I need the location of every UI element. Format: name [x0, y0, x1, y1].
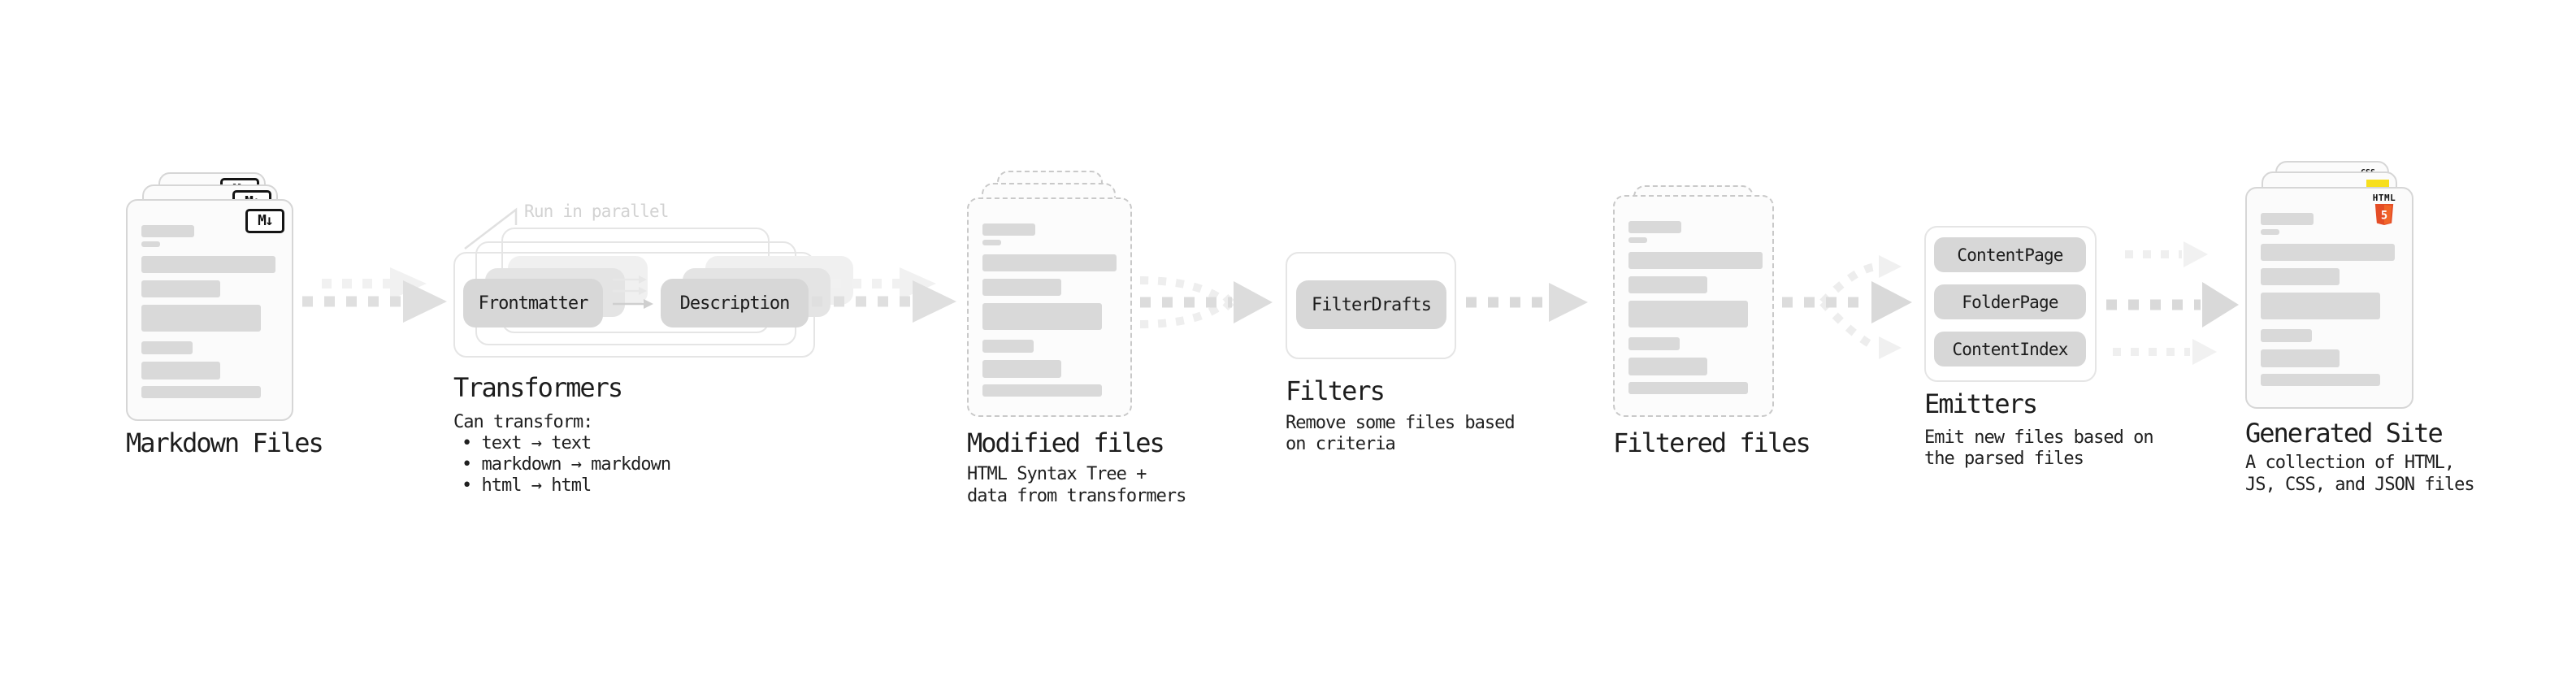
emitters-description: Emit new files based on the parsed files	[1924, 427, 2154, 470]
placeholder-text-bar	[141, 362, 220, 380]
description-line: A collection of HTML,	[2245, 453, 2455, 473]
description-pill: Description	[661, 279, 809, 327]
emitters-heading: Emitters	[1924, 388, 2038, 419]
html5-number: 5	[2381, 210, 2387, 223]
description-line: JS, CSS, and JSON files	[2245, 475, 2475, 495]
placeholder-text-bar	[982, 303, 1102, 330]
placeholder-text-bar	[1628, 221, 1681, 233]
placeholder-text-bar	[141, 386, 261, 398]
transformers-heading: Transformers	[453, 372, 623, 403]
description-line: on criteria	[1286, 434, 1396, 454]
contentindex-pill: ContentIndex	[1934, 332, 2086, 367]
modified-to-filters-arrow	[1139, 276, 1273, 328]
placeholder-text-bar	[2261, 349, 2340, 367]
annotation-leader-line	[464, 207, 518, 249]
filters-to-filtered-arrow	[1466, 283, 1588, 322]
emitters-frame	[1924, 226, 2097, 382]
contentpage-pill: ContentPage	[1934, 237, 2086, 272]
generated-site-label: Generated Site	[2245, 418, 2444, 449]
parallel-transform-arrows	[613, 275, 653, 309]
filterdrafts-pill: FilterDrafts	[1296, 280, 1446, 329]
filtered-to-emitters-arrow	[1782, 255, 1912, 359]
transform-bullet: • text → text	[462, 433, 592, 453]
generated-site-description: A collection of HTML, JS, CSS, and JSON …	[2245, 452, 2475, 496]
document-page-front: M↓	[126, 199, 293, 421]
description-line: data from transformers	[967, 486, 1186, 506]
placeholder-text-bar	[2261, 213, 2314, 225]
placeholder-text-bar	[141, 241, 160, 247]
html5-label: HTML	[2372, 193, 2396, 203]
placeholder-text-bar	[982, 254, 1117, 271]
placeholder-text-bar	[141, 280, 220, 297]
placeholder-text-bar	[2261, 244, 2395, 261]
document-page-front: HTML 5	[2245, 187, 2413, 409]
filters-heading: Filters	[1286, 375, 1386, 406]
placeholder-text-bar	[982, 279, 1061, 296]
transformers-description: Can transform: • text → text • markdown …	[453, 412, 671, 497]
placeholder-text-bar	[2261, 329, 2312, 342]
description-line: Emit new files based on	[1924, 427, 2154, 448]
transform-bullet: • html → html	[462, 475, 592, 496]
placeholder-text-bar	[2261, 229, 2279, 235]
markdown-files-label: Markdown Files	[126, 427, 324, 458]
placeholder-text-bar	[2261, 374, 2380, 386]
transform-bullet: • markdown → markdown	[462, 454, 671, 475]
placeholder-text-bar	[982, 360, 1061, 378]
placeholder-text-bar	[141, 341, 193, 354]
placeholder-text-bar	[1628, 252, 1763, 269]
run-in-parallel-annotation: Run in parallel	[524, 202, 669, 221]
placeholder-text-bar	[1628, 301, 1748, 327]
filtered-files-label: Filtered files	[1613, 427, 1811, 458]
frontmatter-pill: Frontmatter	[463, 279, 603, 327]
filters-frame	[1286, 252, 1456, 359]
placeholder-text-bar	[982, 240, 1001, 245]
can-transform-title: Can transform:	[453, 412, 593, 432]
placeholder-text-bar	[1628, 276, 1707, 293]
description-line: HTML Syntax Tree +	[967, 464, 1147, 484]
modified-files-label: Modified files	[967, 427, 1165, 458]
placeholder-text-bar	[141, 256, 275, 273]
html5-icon: HTML 5	[2366, 193, 2402, 226]
filters-description: Remove some files based on criteria	[1286, 413, 1516, 455]
markdown-to-transformers-arrow	[302, 267, 447, 323]
placeholder-text-bar	[1628, 337, 1680, 350]
document-page-front	[1613, 195, 1774, 417]
placeholder-text-bar	[2261, 268, 2340, 285]
folderpage-pill: FolderPage	[1934, 284, 2086, 319]
description-line: Remove some files based	[1286, 413, 1516, 433]
placeholder-text-bar	[1628, 358, 1707, 375]
placeholder-text-bar	[982, 223, 1035, 236]
description-line: the parsed files	[1924, 449, 2084, 469]
placeholder-text-bar	[982, 384, 1102, 397]
placeholder-text-bar	[982, 340, 1034, 353]
placeholder-text-bar	[141, 225, 194, 237]
placeholder-text-bar	[1628, 382, 1748, 394]
transformers-to-modified-arrow	[812, 267, 956, 323]
placeholder-text-bar	[1628, 237, 1647, 243]
emitters-to-generated-arrows	[2106, 241, 2239, 365]
placeholder-text-bar	[141, 305, 261, 332]
placeholder-text-bar	[2261, 293, 2380, 319]
modified-files-description: HTML Syntax Tree + data from transformer…	[967, 463, 1186, 507]
markdown-icon: M↓	[245, 209, 284, 233]
document-page-front	[967, 197, 1132, 417]
